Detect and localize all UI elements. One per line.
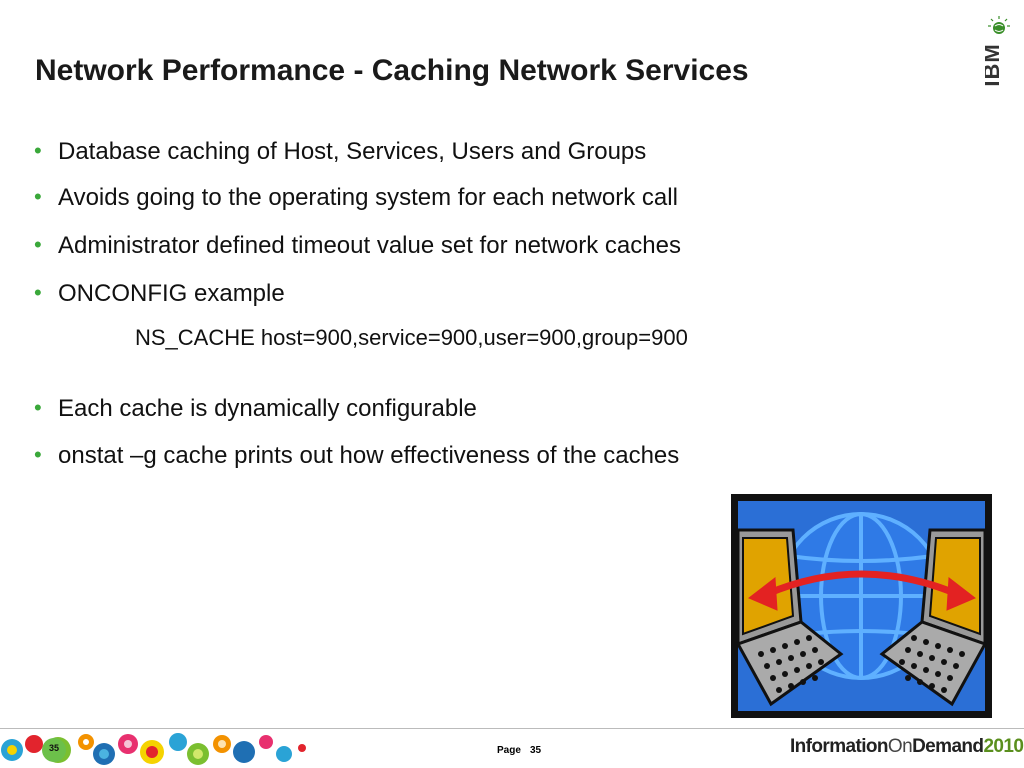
bullet-item: • Each cache is dynamically configurable [34,395,477,422]
bullet-item: • Avoids going to the operating system f… [34,184,678,211]
network-computers-globe-icon [731,494,992,718]
slide-title: Network Performance - Caching Network Se… [35,54,749,87]
double-arrow-icon [748,570,976,611]
bullet-dot-icon: • [34,232,42,257]
ibm-globe-icon [988,16,1010,34]
bullet-item: • Administrator defined timeout value se… [34,232,681,259]
decorative-dots-icon [1,733,306,765]
bullet-dot-icon: • [34,184,42,209]
onconfig-example-line: NS_CACHE host=900,service=900,user=900,g… [135,325,688,350]
ibm-logo: IBM [985,16,1010,87]
bullet-item: • ONCONFIG example [34,280,285,307]
bullet-item: • onstat –g cache prints out how effecti… [34,442,680,469]
bullet-item: • Database caching of Host, Services, Us… [34,138,647,165]
page-badge: 35 [42,738,66,762]
page-label: Page [497,745,521,756]
svg-text:IBM: IBM [985,43,1004,86]
footer-divider [0,728,1024,729]
information-on-demand-logo: InformationOnDemand2010 [790,736,1024,757]
bullet-dot-icon: • [34,442,42,467]
bullet-dot-icon: • [34,138,42,163]
page-number: 35 [530,745,542,756]
bullet-dot-icon: • [34,395,42,420]
bullet-dot-icon: • [34,280,42,305]
